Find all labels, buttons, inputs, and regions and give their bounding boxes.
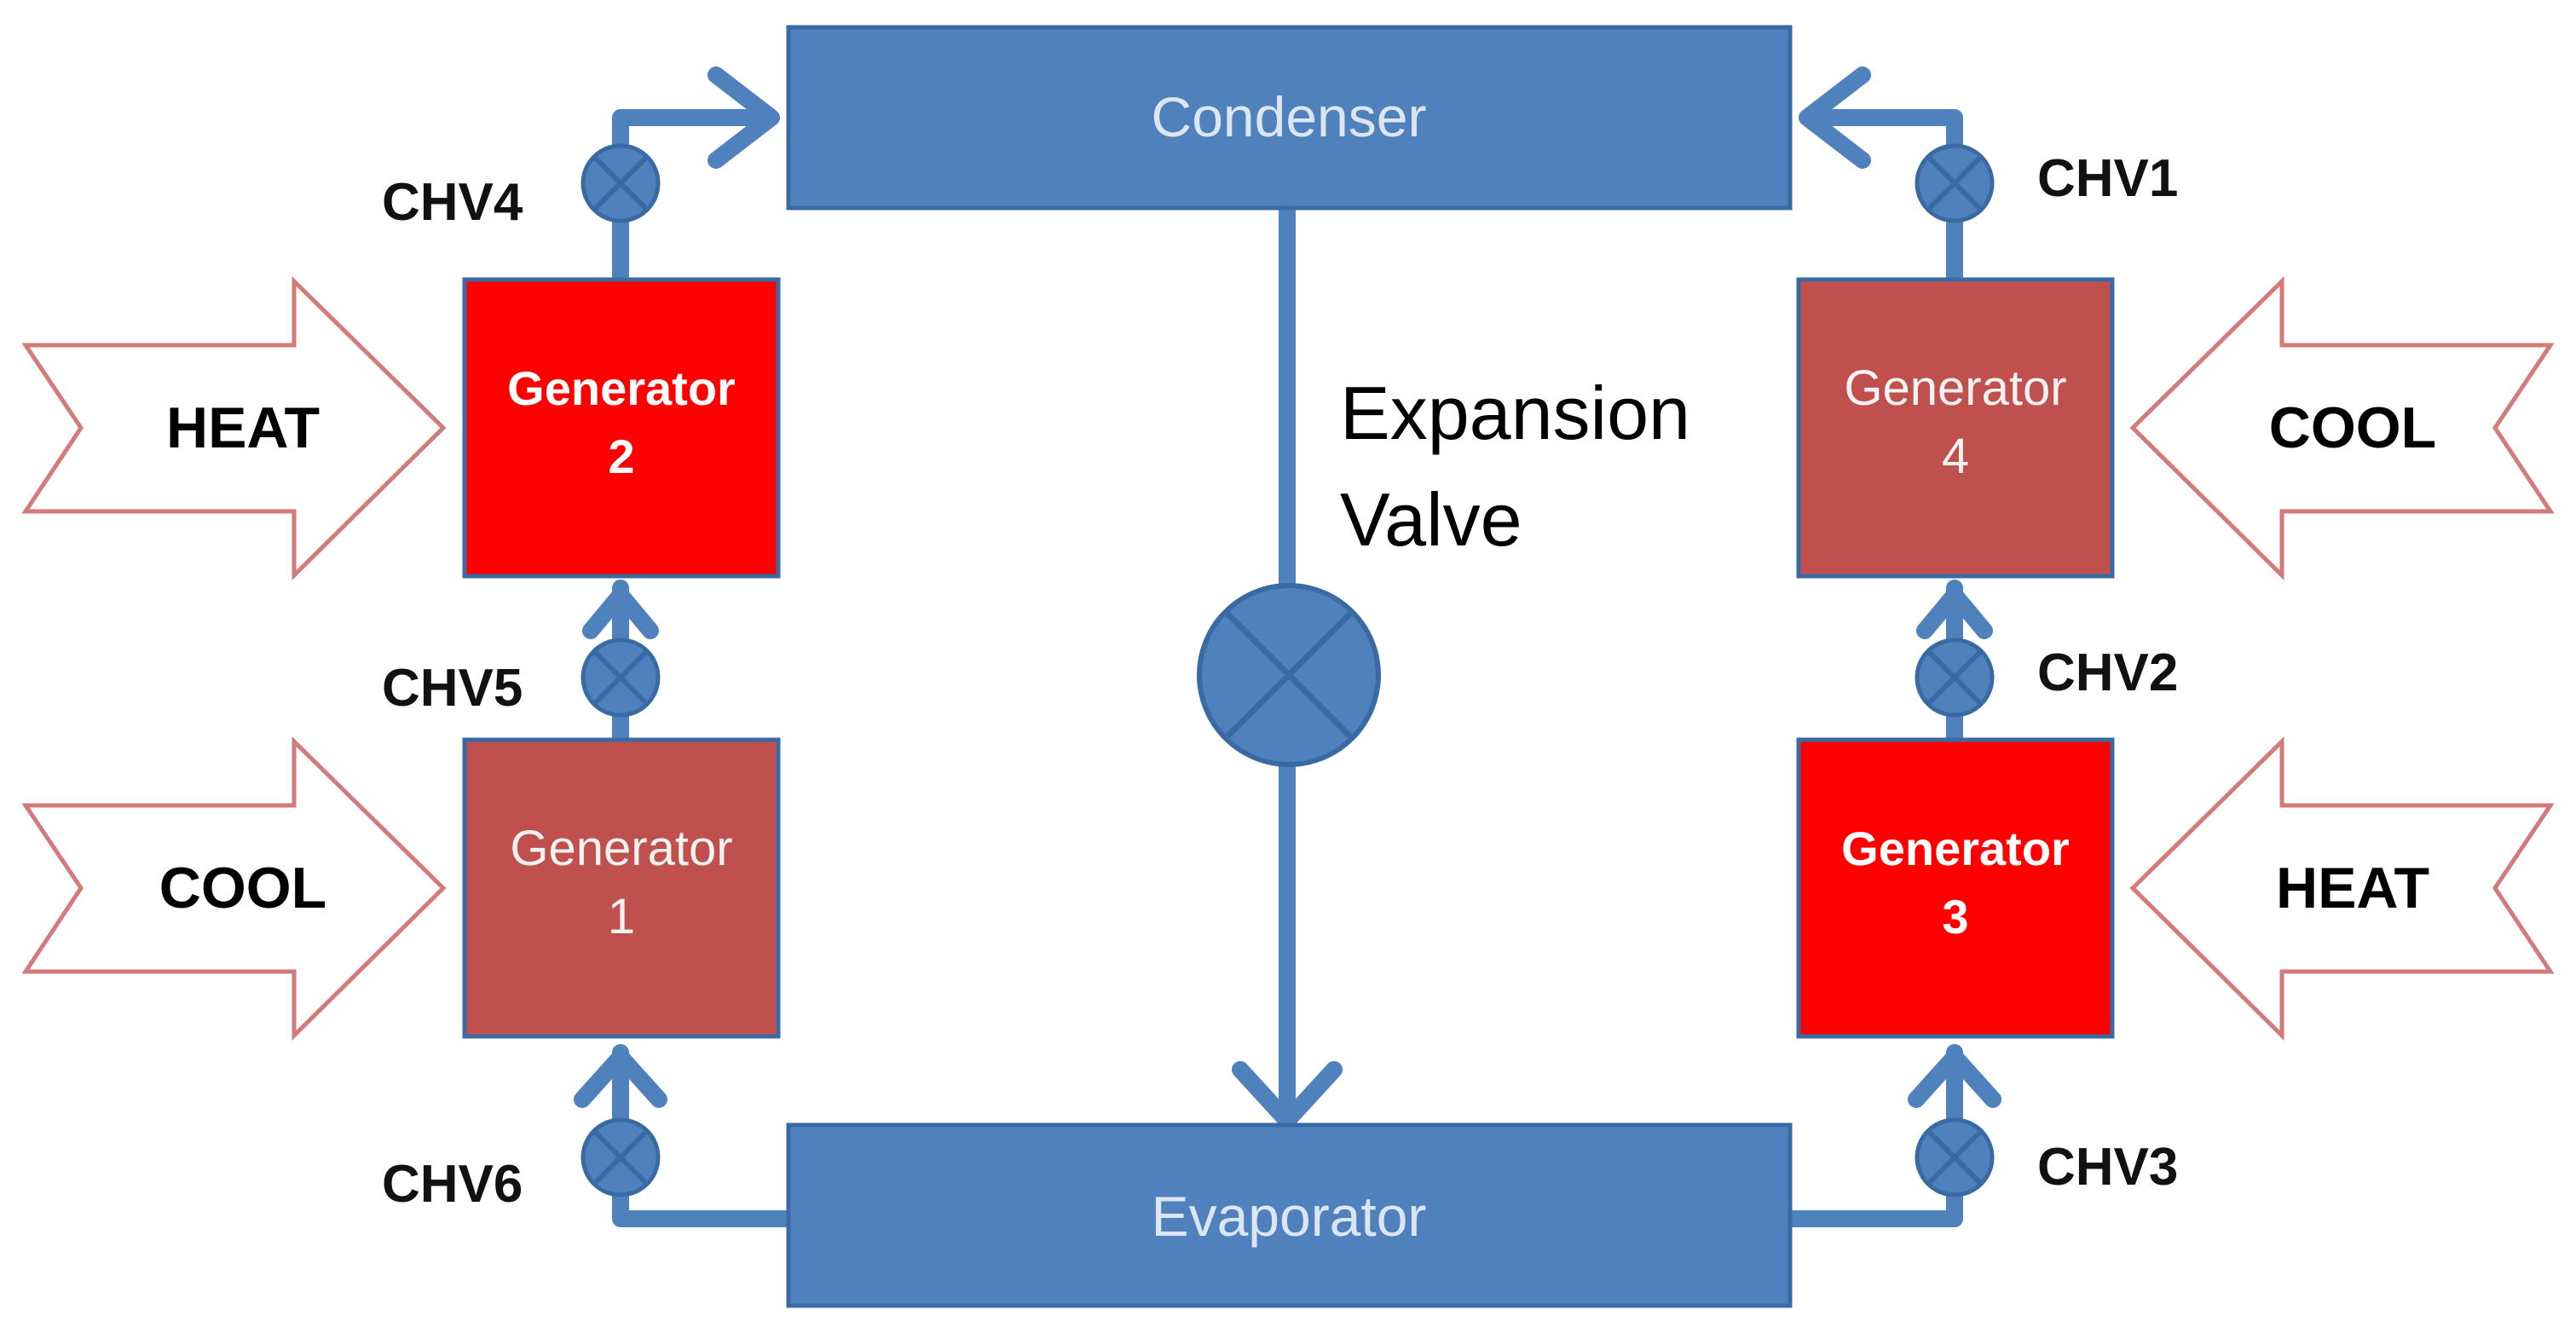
arrowhead-into-g1: [574, 1048, 667, 1108]
generator-1-box: [462, 737, 781, 1039]
check-valve-chv4: [580, 143, 661, 223]
pipe-g4-to-condenser: [1803, 109, 1963, 286]
label-chv5: CHV5: [382, 659, 523, 718]
generator-4-box: [1796, 277, 2115, 579]
flow-arrowheads: [574, 66, 2001, 1129]
generator-1-name: Generator: [510, 821, 732, 876]
check-valve-chv1: [1915, 143, 1995, 223]
condenser-box: [786, 25, 1793, 211]
generator-3-name: Generator: [1841, 822, 2070, 875]
generator-4: Generator 4: [1796, 277, 2115, 579]
label-chv1: CHV1: [2037, 149, 2178, 208]
label-chv3: CHV3: [2037, 1138, 2178, 1197]
input-arrow-right-top: COOL: [2129, 276, 2555, 580]
generator-2: Generator 2: [462, 277, 781, 579]
left-arrow-icon: [2129, 276, 2555, 580]
label-chv2: CHV2: [2037, 643, 2178, 702]
expansion-valve-label-line1: Expansion: [1340, 371, 1690, 455]
input-label-left-bottom: COOL: [159, 856, 326, 920]
label-chv6: CHV6: [382, 1155, 523, 1214]
generator-3-box: [1796, 737, 2115, 1039]
expansion-valve: Expansion Valve: [1197, 371, 1690, 767]
arrowhead-into-condenser-right: [1799, 66, 1871, 169]
right-arrow-icon: [21, 736, 447, 1041]
input-arrow-left-top: HEAT: [21, 276, 447, 580]
pipe-g2-to-condenser: [612, 109, 776, 286]
arrowhead-into-evaporator: [1232, 1061, 1343, 1129]
condenser-label: Condenser: [1152, 85, 1427, 148]
arrowhead-into-g2: [582, 586, 659, 639]
condenser: Condenser: [786, 25, 1793, 211]
check-valve-chv2: [1915, 638, 1995, 718]
check-valve-chv6: [580, 1117, 661, 1197]
left-arrow-icon: [2129, 736, 2555, 1041]
evaporator-label: Evaporator: [1152, 1185, 1427, 1248]
generator-4-number: 4: [1942, 429, 1969, 484]
expansion-valve-label-line2: Valve: [1340, 477, 1522, 562]
input-label-right-top: COOL: [2269, 395, 2436, 460]
generator-4-name: Generator: [1844, 361, 2066, 416]
input-arrow-right-bottom: HEAT: [2129, 736, 2555, 1041]
evaporator-box: [786, 1122, 1793, 1308]
input-arrow-left-bottom: COOL: [21, 736, 447, 1041]
generator-3: Generator 3: [1796, 737, 2115, 1039]
generator-1: Generator 1: [462, 737, 781, 1039]
pipe-evaporator-to-g3: [1782, 1044, 1963, 1227]
generator-2-name: Generator: [507, 361, 736, 415]
right-arrow-icon: [21, 276, 447, 580]
evaporator: Evaporator: [786, 1122, 1793, 1308]
label-chv4: CHV4: [382, 173, 523, 232]
check-valve-chv3: [1915, 1117, 1995, 1197]
generator-2-box: [462, 277, 781, 579]
generator-1-number: 1: [608, 889, 635, 944]
generator-2-number: 2: [608, 430, 634, 483]
check-valve-chv5: [580, 638, 661, 718]
pipe-evaporator-to-g1: [612, 1044, 797, 1227]
arrowhead-into-g3: [1908, 1048, 2001, 1108]
input-label-left-top: HEAT: [166, 395, 320, 460]
arrowhead-into-condenser-left: [708, 66, 780, 169]
input-label-right-bottom: HEAT: [2276, 856, 2429, 920]
generator-3-number: 3: [1942, 890, 1968, 943]
arrowhead-into-g4: [1916, 586, 1993, 639]
